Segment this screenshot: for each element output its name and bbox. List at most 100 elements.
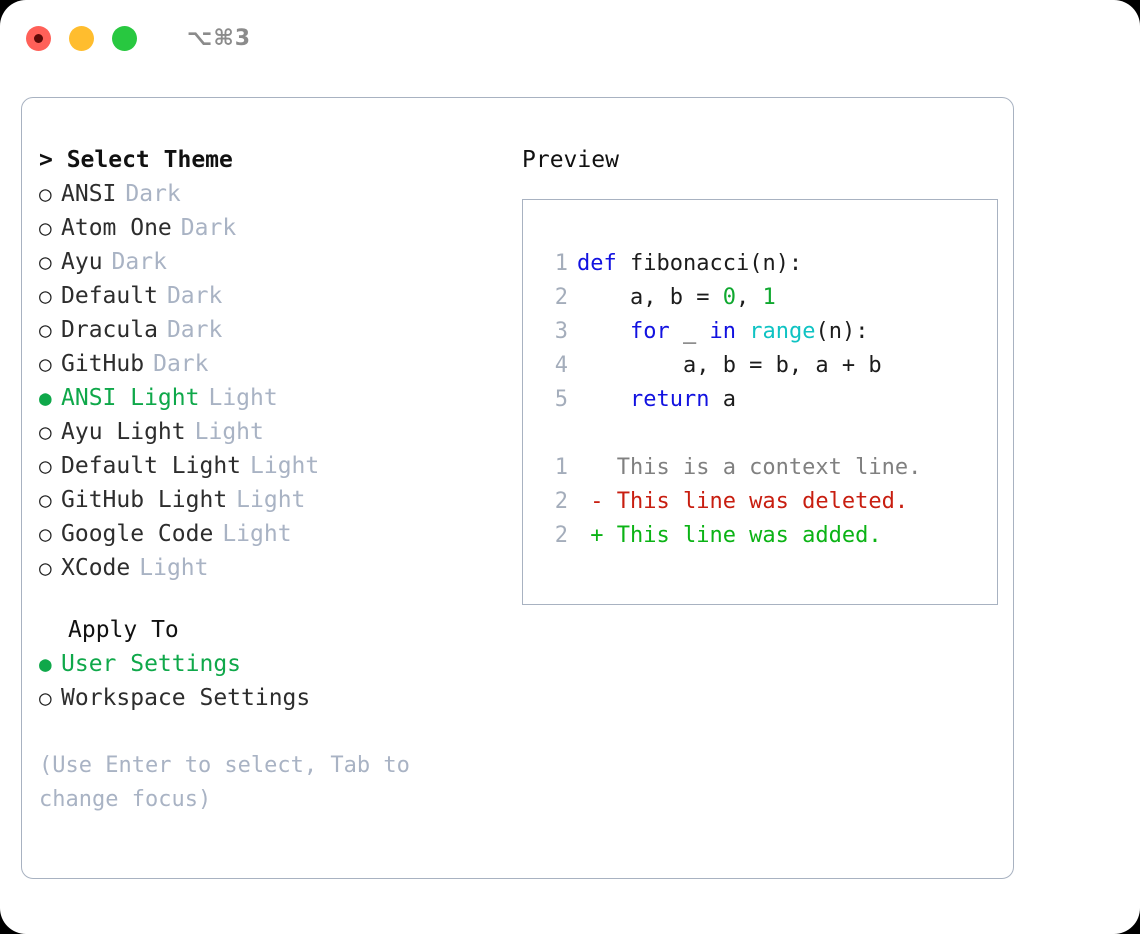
line-number: 3: [554, 319, 568, 344]
diff-line: 1 This is a context line.: [542, 451, 997, 485]
line-number: 4: [554, 353, 568, 378]
theme-option-default-light[interactable]: ○ Default Light Light: [39, 449, 501, 483]
spacer: [39, 715, 501, 749]
theme-option-ansi-light[interactable]: ● ANSI Light Light: [39, 381, 501, 415]
code-token: fibonacci(n):: [616, 251, 803, 276]
code-token: 1: [762, 285, 776, 310]
theme-option-label: Default: [61, 283, 158, 309]
code-token: return: [629, 387, 710, 412]
theme-option-label: XCode: [61, 555, 131, 581]
theme-option-default[interactable]: ○ Default Dark: [39, 279, 501, 313]
code-token: (n):: [815, 319, 869, 344]
spacer: [542, 417, 997, 451]
theme-option-xcode[interactable]: ○ XCode Light: [39, 551, 501, 585]
line-number: 2: [554, 489, 568, 514]
theme-option-google-code[interactable]: ○ Google Code Light: [39, 517, 501, 551]
code-token: a, b = b, a + b: [577, 353, 882, 378]
radio-unselected-icon[interactable]: ○: [39, 488, 52, 512]
theme-option-label: ANSI Light: [61, 385, 200, 411]
radio-unselected-icon[interactable]: ○: [39, 686, 52, 710]
code-token: [736, 319, 749, 344]
code-token: for: [629, 319, 670, 344]
code-token: 0: [722, 285, 736, 310]
apply-option-user-settings[interactable]: ● User Settings: [39, 647, 501, 681]
theme-option-label: Dracula: [61, 317, 158, 343]
apply-option-label: Workspace Settings: [61, 685, 311, 711]
keyboard-shortcut-label: ⌥⌘3: [187, 25, 252, 51]
preview-header: Preview: [522, 147, 619, 173]
line-number: 1: [554, 455, 568, 480]
radio-unselected-icon[interactable]: ○: [39, 420, 52, 444]
diff-line: 2 + This line was added.: [542, 519, 997, 553]
radio-selected-icon[interactable]: ●: [39, 386, 52, 410]
theme-option-label: Ayu: [61, 249, 103, 275]
keyboard-hint-text: (Use Enter to select, Tab to change focu…: [39, 753, 410, 812]
radio-unselected-icon[interactable]: ○: [39, 284, 52, 308]
theme-option-variant-tag: Dark: [153, 351, 209, 377]
apply-option-label: User Settings: [61, 651, 242, 677]
theme-option-variant-tag: Light: [236, 487, 306, 513]
radio-unselected-icon[interactable]: ○: [39, 216, 52, 240]
theme-option-variant-tag: Dark: [166, 283, 223, 309]
maximize-button-icon[interactable]: [112, 25, 137, 51]
code-line: 4 a, b = b, a + b: [542, 349, 997, 383]
close-button-icon[interactable]: [26, 25, 51, 51]
minimize-button-icon[interactable]: [69, 25, 94, 51]
apply-option-workspace-settings[interactable]: ○ Workspace Settings: [39, 681, 501, 715]
code-line: 2 a, b = 0, 1: [542, 281, 997, 315]
line-number: 2: [554, 285, 568, 310]
code-token: a, b =: [577, 285, 723, 310]
diff-line: 2 - This line was deleted.: [542, 485, 997, 519]
theme-option-github-light[interactable]: ○ GitHub Light Light: [39, 483, 501, 517]
preview-column: Preview 1 def fibonacci(n): 2 a, b = 0, 1 3…: [501, 143, 1013, 878]
theme-option-label: Atom One: [61, 215, 172, 241]
code-line: 1 def fibonacci(n):: [542, 247, 997, 281]
code-token: def: [577, 251, 617, 276]
theme-option-variant-tag: Light: [208, 385, 278, 411]
radio-unselected-icon[interactable]: ○: [39, 318, 52, 342]
theme-option-github[interactable]: ○ GitHub Dark: [39, 347, 501, 381]
code-token: [577, 387, 630, 412]
theme-option-variant-tag: Light: [222, 521, 292, 547]
radio-unselected-icon[interactable]: ○: [39, 250, 52, 274]
theme-option-variant-tag: Light: [139, 555, 209, 581]
code-token: [577, 319, 630, 344]
select-theme-header: > Select Theme: [39, 147, 233, 173]
theme-option-variant-tag: Dark: [125, 181, 181, 207]
radio-unselected-icon[interactable]: ○: [39, 556, 52, 580]
code-token: range: [749, 319, 816, 344]
theme-option-label: Google Code: [61, 521, 214, 547]
radio-unselected-icon[interactable]: ○: [39, 182, 52, 206]
code-line-content: a, b = 0, 1: [577, 281, 776, 315]
line-number: 1: [554, 251, 568, 276]
radio-unselected-icon[interactable]: ○: [39, 352, 52, 376]
code-token: ,: [735, 285, 763, 310]
theme-option-label: Ayu Light: [61, 419, 186, 445]
theme-option-label: GitHub: [61, 351, 145, 377]
theme-option-variant-tag: Dark: [111, 249, 167, 275]
theme-option-label: GitHub Light: [61, 487, 228, 513]
theme-option-ayu[interactable]: ○ Ayu Dark: [39, 245, 501, 279]
diff-line-content: This is a context line.: [577, 455, 922, 480]
theme-option-variant-tag: Light: [250, 453, 320, 479]
code-token: in: [709, 319, 736, 344]
window-controls: [26, 25, 137, 51]
titlebar: ⌥⌘3: [0, 0, 1140, 76]
line-number: 5: [554, 387, 568, 412]
theme-option-label: Default Light: [61, 453, 242, 479]
radio-unselected-icon[interactable]: ○: [39, 522, 52, 546]
apply-to-list[interactable]: ● User Settings ○ Workspace Settings: [39, 647, 501, 715]
radio-selected-icon[interactable]: ●: [39, 652, 52, 676]
radio-unselected-icon[interactable]: ○: [39, 454, 52, 478]
code-line: 5 return a: [542, 383, 997, 417]
